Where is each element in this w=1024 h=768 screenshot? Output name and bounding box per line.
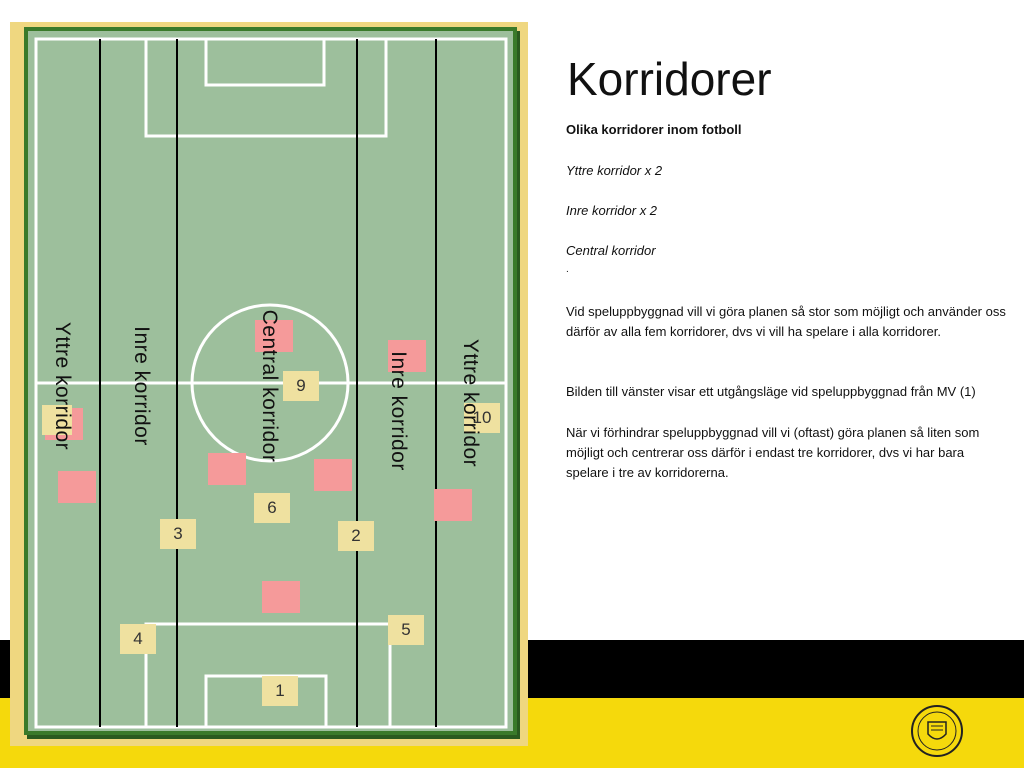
top-goal-area xyxy=(204,37,326,87)
label-right-inner-corridor: Inre korridor xyxy=(387,351,410,471)
paragraph-1: Vid speluppbyggnad vill vi göra planen s… xyxy=(566,304,1006,339)
list-item-central: Central korridor xyxy=(566,243,656,258)
subtitle: Olika korridorer inom fotboll xyxy=(566,122,742,137)
opponent-marker xyxy=(208,453,246,485)
list-item-dot: . xyxy=(566,264,569,275)
label-right-outer-corridor: Yttre korridor xyxy=(459,338,482,468)
centre-circle xyxy=(190,303,350,463)
list-item-outer: Yttre korridor x 2 xyxy=(566,163,663,178)
opponent-marker xyxy=(262,581,300,613)
pitch-lines xyxy=(34,37,508,729)
paragraph-3: När vi förhindrar speluppbyggnad vill vi… xyxy=(566,425,980,480)
football-pitch: 9 10 6 3 2 5 4 1 Yttre korridor Inre kor… xyxy=(24,27,517,735)
player-3: 3 xyxy=(160,519,196,549)
paragraph-2: Bilden till vänster visar ett utgångsläg… xyxy=(566,384,976,399)
player-9: 9 xyxy=(283,371,319,401)
opponent-marker xyxy=(434,489,472,521)
player-left-outer xyxy=(42,405,72,435)
opponent-marker xyxy=(314,459,352,491)
player-2: 2 xyxy=(338,521,374,551)
opponent-marker xyxy=(255,320,293,352)
label-left-outer-corridor: Yttre korridor xyxy=(51,321,74,451)
list-item-inner: Inre korridor x 2 xyxy=(566,203,658,218)
player-6: 6 xyxy=(254,493,290,523)
page-title: Korridorer xyxy=(567,53,772,105)
opponent-marker xyxy=(388,340,426,372)
label-central-corridor: Central korridor xyxy=(258,309,281,463)
club-logo xyxy=(911,705,963,757)
label-left-inner-corridor: Inre korridor xyxy=(130,326,153,446)
player-1-goalkeeper: 1 xyxy=(262,676,298,706)
opponent-marker xyxy=(58,471,96,503)
top-penalty-area xyxy=(144,37,388,138)
pitch-frame: 9 10 6 3 2 5 4 1 Yttre korridor Inre kor… xyxy=(10,22,528,746)
player-4: 4 xyxy=(120,624,156,654)
player-5: 5 xyxy=(388,615,424,645)
player-10: 10 xyxy=(464,403,500,433)
